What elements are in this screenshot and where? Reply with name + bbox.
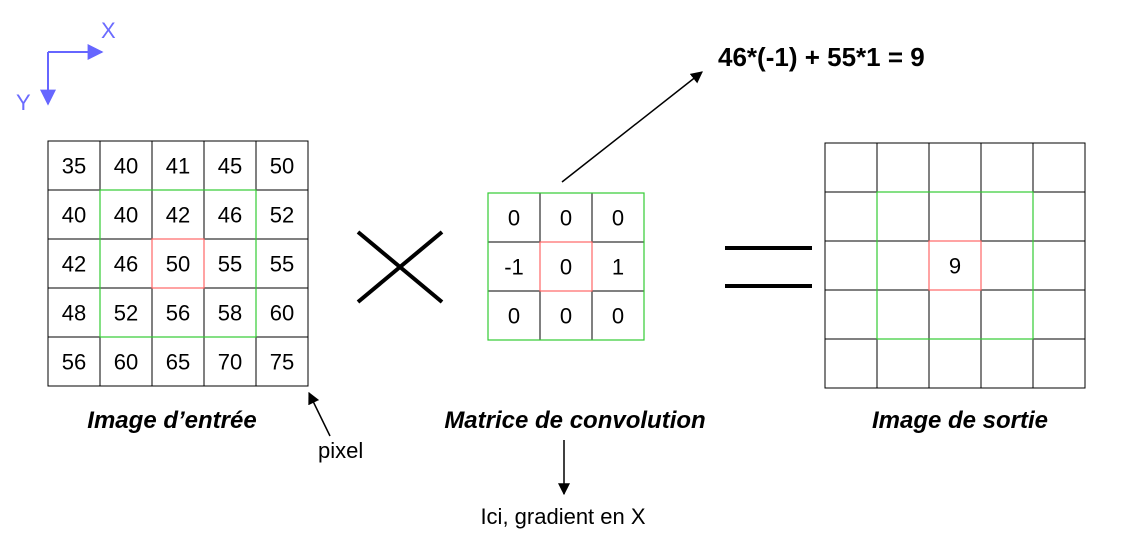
- kernel-caption: Matrice de convolution: [444, 407, 705, 434]
- output_image-cell: [876, 240, 930, 291]
- output_image-cell: [980, 240, 1034, 291]
- output_image-cell: [824, 289, 878, 340]
- kernel-cell-value: 0: [560, 304, 572, 329]
- equals-operator: [725, 246, 812, 288]
- kernel-center-highlight: [539, 241, 593, 292]
- input_image-cell-value: 55: [218, 252, 242, 277]
- output_image-cell: [980, 289, 1034, 340]
- input_image-cell-value: 50: [166, 252, 190, 277]
- kernel-cell-value: 0: [560, 206, 572, 231]
- output_image-cell: [824, 240, 878, 291]
- input_image-cell-value: 75: [270, 350, 294, 375]
- output-image-caption: Image de sortie: [872, 407, 1048, 434]
- output_image-cell: [824, 142, 878, 193]
- kernel-cell-value: 0: [508, 206, 520, 231]
- output_image-cell: [876, 142, 930, 193]
- output_image-cell: [1032, 191, 1086, 242]
- kernel-cell-value: 1: [612, 255, 624, 280]
- output_image-cell: [876, 191, 930, 242]
- input_image-cell-value: 70: [218, 350, 242, 375]
- pixel-label: pixel: [318, 438, 363, 463]
- input_image-cell-value: 42: [166, 203, 190, 228]
- output_image-cell: [824, 338, 878, 389]
- input_image-center-highlight: [151, 238, 205, 289]
- output_image-cell: [980, 142, 1034, 193]
- input_image-cell-value: 55: [270, 252, 294, 277]
- input_image-cell: [255, 336, 309, 387]
- input_image-cell-value: 46: [114, 252, 138, 277]
- input_image-cell-value: 48: [62, 301, 86, 326]
- input-image-caption: Image d’entrée: [87, 407, 256, 434]
- input_image-cell-value: 40: [114, 203, 138, 228]
- input_image-cell-value: 50: [270, 154, 294, 179]
- input_image-cell-value: 35: [62, 154, 86, 179]
- output_image-cell: [876, 338, 930, 389]
- input_image-cell-value: 58: [218, 301, 242, 326]
- formula-arrow: [561, 71, 703, 183]
- multiply-operator: [356, 230, 444, 304]
- output_image-cell-value: 9: [949, 254, 961, 279]
- output_image-cell: [980, 338, 1034, 389]
- output_image-cell: [1032, 142, 1086, 193]
- input_image-cell-value: 56: [62, 350, 86, 375]
- kernel-note: Ici, gradient en X: [480, 504, 645, 529]
- kernel-cell-value: 0: [508, 304, 520, 329]
- output_image-cell: [824, 191, 878, 242]
- output_image-center-highlight: [928, 240, 982, 291]
- input_image-window-highlight: [99, 189, 257, 338]
- input_image-cell-value: 56: [166, 301, 190, 326]
- output_image-cell: [1032, 338, 1086, 389]
- kernel-window-highlight: [487, 192, 645, 341]
- output_image-cell: [1032, 289, 1086, 340]
- x-axis-label: X: [101, 18, 116, 43]
- input_image-cell-value: 45: [218, 154, 242, 179]
- output_image-window-highlight: [876, 191, 1034, 340]
- output-image-grid: 9: [824, 142, 1086, 389]
- input-image-grid: 35 40 41 45 50 40 40 42 46 52 42 46 50 55 55 48 52 56 58 60…: [47, 140, 309, 387]
- output_image-cell: [928, 191, 982, 242]
- kernel-cell-value: 0: [560, 255, 572, 280]
- output_image-cell: [928, 142, 982, 193]
- y-axis-label: Y: [16, 90, 31, 115]
- output_image-cell: [1032, 240, 1086, 291]
- input_image-cell-value: 40: [62, 203, 86, 228]
- output_image-cell: [980, 191, 1034, 242]
- input_image-cell-value: 65: [166, 350, 190, 375]
- output_image-cell: [928, 338, 982, 389]
- input_image-cell-value: 41: [166, 154, 190, 179]
- input_image-cell-value: 46: [218, 203, 242, 228]
- formula-text: 46*(-1) + 55*1 = 9: [718, 42, 925, 72]
- axes-indicator: X Y: [16, 18, 116, 115]
- kernel-cell-value: 0: [612, 304, 624, 329]
- output_image-cell: [928, 289, 982, 340]
- input_image-cell-value: 60: [270, 301, 294, 326]
- kernel-grid: 0 0 0 -1 0 1 0 0 0: [487, 192, 645, 341]
- kernel-cell-value: 0: [612, 206, 624, 231]
- input_image-cell-value: 52: [270, 203, 294, 228]
- input_image-cell-value: 60: [114, 350, 138, 375]
- input_image-cell-value: 52: [114, 301, 138, 326]
- output_image-cell: [876, 289, 930, 340]
- input_image-cell-value: 42: [62, 252, 86, 277]
- kernel-cell-value: -1: [504, 255, 524, 280]
- input_image-cell-value: 40: [114, 154, 138, 179]
- pixel-pointer-arrow: [308, 391, 331, 437]
